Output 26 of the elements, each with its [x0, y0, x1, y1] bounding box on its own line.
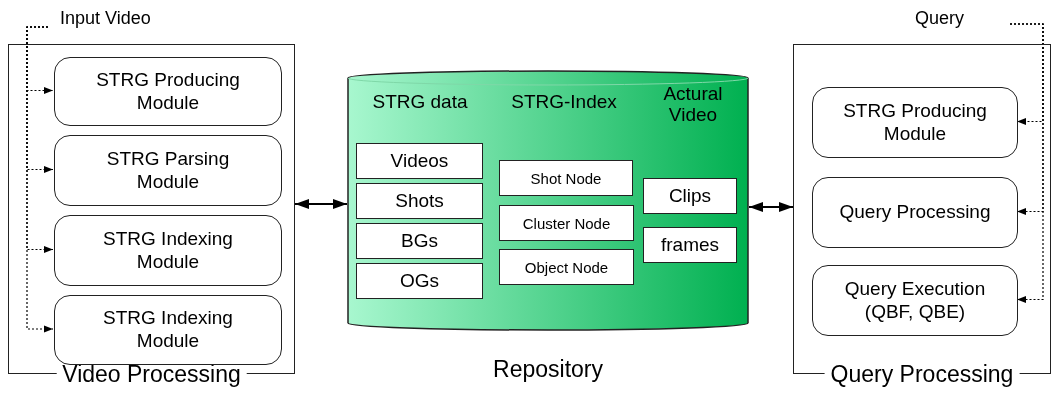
- column-heading: STRG-Index: [510, 92, 618, 113]
- double-arrow: [294, 199, 348, 209]
- data-box: OGs: [356, 263, 483, 299]
- module-box: Query Execution (QBF, QBE): [812, 265, 1018, 336]
- column-heading: STRG data: [371, 92, 469, 113]
- data-box: BGs: [356, 223, 483, 259]
- module-box: STRG Indexing Module: [54, 215, 282, 286]
- data-box: Cluster Node: [499, 205, 634, 241]
- data-box: Clips: [643, 178, 737, 214]
- double-arrow: [748, 202, 794, 212]
- module-box: STRG Producing Module: [54, 57, 282, 126]
- dotted-arrow: [1009, 23, 1044, 304]
- module-box: STRG Producing Module: [812, 87, 1018, 158]
- data-box: Shots: [356, 183, 483, 219]
- module-box: Query Processing: [812, 177, 1018, 248]
- data-box: Shot Node: [499, 160, 633, 196]
- data-box: Object Node: [499, 249, 634, 285]
- dotted-arrow: [26, 26, 54, 333]
- column-heading: Actural Video: [662, 84, 724, 126]
- module-box: STRG Indexing Module: [54, 295, 282, 365]
- module-box: STRG Parsing Module: [54, 135, 282, 206]
- data-box: frames: [643, 227, 737, 263]
- repository-label: Repository: [493, 356, 603, 383]
- data-box: Videos: [356, 143, 483, 179]
- input-label: Query: [915, 8, 977, 30]
- input-label: Input Video: [60, 8, 160, 30]
